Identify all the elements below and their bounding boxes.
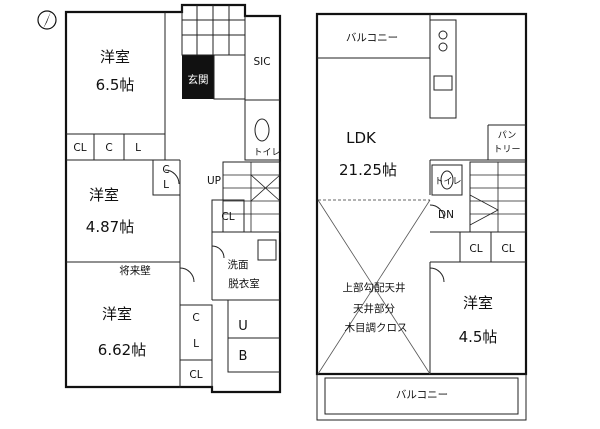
room-top-name: 洋室 (100, 48, 130, 66)
room-mid-name: 洋室 (89, 186, 119, 204)
dressing-room-label: 脱衣室 (228, 277, 260, 290)
toilet-label: トイレ (253, 148, 280, 158)
ceiling-note-3: 木目調クロス (345, 321, 408, 334)
closet-label: CL (469, 243, 482, 255)
closet-c-label: C (162, 164, 169, 176)
genkan-label: 玄関 (188, 73, 209, 86)
closet-c-label: C (192, 312, 199, 324)
closet-label: CL (73, 142, 86, 154)
closet-label: CL (501, 243, 514, 255)
bath-b-label: B (239, 349, 248, 364)
closet-c-label: C (105, 142, 112, 154)
closet-label: CL (221, 211, 234, 223)
room-4-5-size: 4.5帖 (459, 328, 498, 346)
kitchen-counter (429, 19, 457, 119)
closet-l-label: L (163, 179, 169, 191)
ldk-label: LDK (346, 129, 377, 147)
stairs-down-label: DN (438, 209, 454, 221)
sic-label: SIC (253, 56, 270, 68)
room-mid-size: 4.87帖 (86, 218, 134, 236)
room-bot-name: 洋室 (102, 305, 132, 323)
bath-u-label: U (238, 319, 248, 334)
genkan-floor (182, 55, 214, 99)
washroom-label: 洗面 (228, 259, 249, 271)
balcony-bottom-label: バルコニー (396, 389, 448, 401)
north-arrow-icon (37, 10, 57, 30)
floor2-plan (315, 12, 528, 421)
closet-label: CL (189, 369, 202, 381)
room-bot-size: 6.62帖 (98, 341, 146, 359)
pantry-label-1: パン (498, 130, 516, 141)
ldk-size: 21.25帖 (339, 161, 397, 179)
ceiling-note-2: 天井部分 (353, 302, 395, 315)
room-top-size: 6.5帖 (96, 76, 135, 94)
pantry-label-2: トリー (493, 145, 520, 155)
toilet-label: トイレ (434, 177, 461, 187)
floor1-plan (64, 3, 282, 394)
ceiling-note-1: 上部勾配天井 (343, 281, 406, 294)
balcony-top-label: バルコニー (346, 32, 398, 44)
stairs-up-label: UP (207, 175, 221, 187)
stairs-down (469, 161, 527, 233)
genkan-tile-grid (182, 5, 245, 55)
room-4-5-name: 洋室 (463, 294, 493, 312)
future-wall-label: 将来壁 (119, 264, 151, 277)
closet-l-label: L (135, 142, 141, 154)
closet-l-label: L (193, 338, 199, 350)
